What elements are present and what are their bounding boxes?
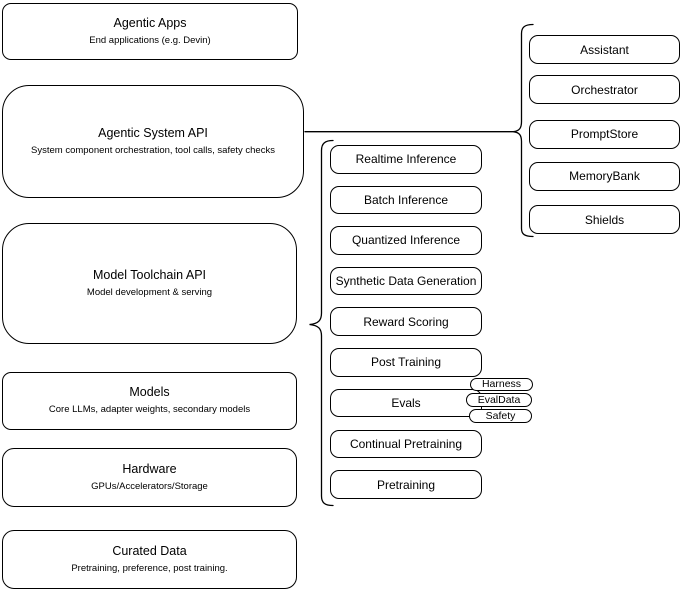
hardware-subtitle: GPUs/Accelerators/Storage bbox=[91, 481, 208, 492]
system-item-memorybank: MemoryBank bbox=[529, 161, 680, 191]
eval-tag-harness: Harness bbox=[470, 377, 533, 391]
system-item-orchestrator: Orchestrator bbox=[529, 75, 680, 105]
toolchain-item-pretraining: Pretraining bbox=[330, 470, 482, 499]
toolchain-item-evals: Evals bbox=[330, 388, 482, 418]
toolchain-item-post-training: Post Training bbox=[330, 348, 482, 377]
agentic-apps-subtitle: End applications (e.g. Devin) bbox=[89, 35, 211, 46]
system-item-assistant: Assistant bbox=[529, 35, 680, 64]
toolchain-item-batch-inference: Batch Inference bbox=[330, 185, 482, 215]
curated-data-box: Curated Data Pretraining, preference, po… bbox=[2, 530, 297, 589]
model-toolchain-api-title: Model Toolchain API bbox=[92, 268, 207, 282]
curated-data-subtitle: Pretraining, preference, post training. bbox=[71, 562, 228, 574]
agentic-apps-box: Agentic Apps End applications (e.g. Devi… bbox=[2, 3, 298, 60]
toolchain-item-reward-scoring: Reward Scoring bbox=[330, 307, 482, 336]
toolchain-item-continual-pretraining: Continual Pretraining bbox=[330, 429, 482, 459]
system-item-promptstore: PromptStore bbox=[529, 119, 680, 149]
system-item-shields: Shields bbox=[529, 205, 680, 234]
model-toolchain-api-subtitle: Model development & serving bbox=[86, 287, 213, 298]
hardware-title: Hardware bbox=[122, 462, 177, 476]
curated-data-title: Curated Data bbox=[112, 543, 187, 558]
toolchain-item-quantized-inference: Quantized Inference bbox=[330, 226, 482, 255]
models-subtitle: Core LLMs, adapter weights, secondary mo… bbox=[48, 404, 251, 416]
models-title: Models bbox=[129, 385, 170, 400]
agentic-system-api-title: Agentic System API bbox=[98, 126, 208, 140]
agentic-apps-title: Agentic Apps bbox=[113, 16, 187, 30]
eval-tag-evaldata: EvalData bbox=[466, 393, 532, 408]
hardware-box: Hardware GPUs/Accelerators/Storage bbox=[2, 448, 297, 507]
agentic-system-api-box: Agentic System API System component orch… bbox=[2, 85, 304, 198]
model-toolchain-api-box: Model Toolchain API Model development & … bbox=[2, 223, 297, 344]
toolchain-item-realtime-inference: Realtime Inference bbox=[330, 145, 482, 174]
eval-tag-safety: Safety bbox=[469, 409, 532, 423]
models-box: Models Core LLMs, adapter weights, secon… bbox=[2, 371, 297, 430]
agentic-system-api-subtitle: System component orchestration, tool cal… bbox=[31, 145, 275, 156]
toolchain-item-synthetic-data-generation: Synthetic Data Generation bbox=[330, 266, 482, 296]
